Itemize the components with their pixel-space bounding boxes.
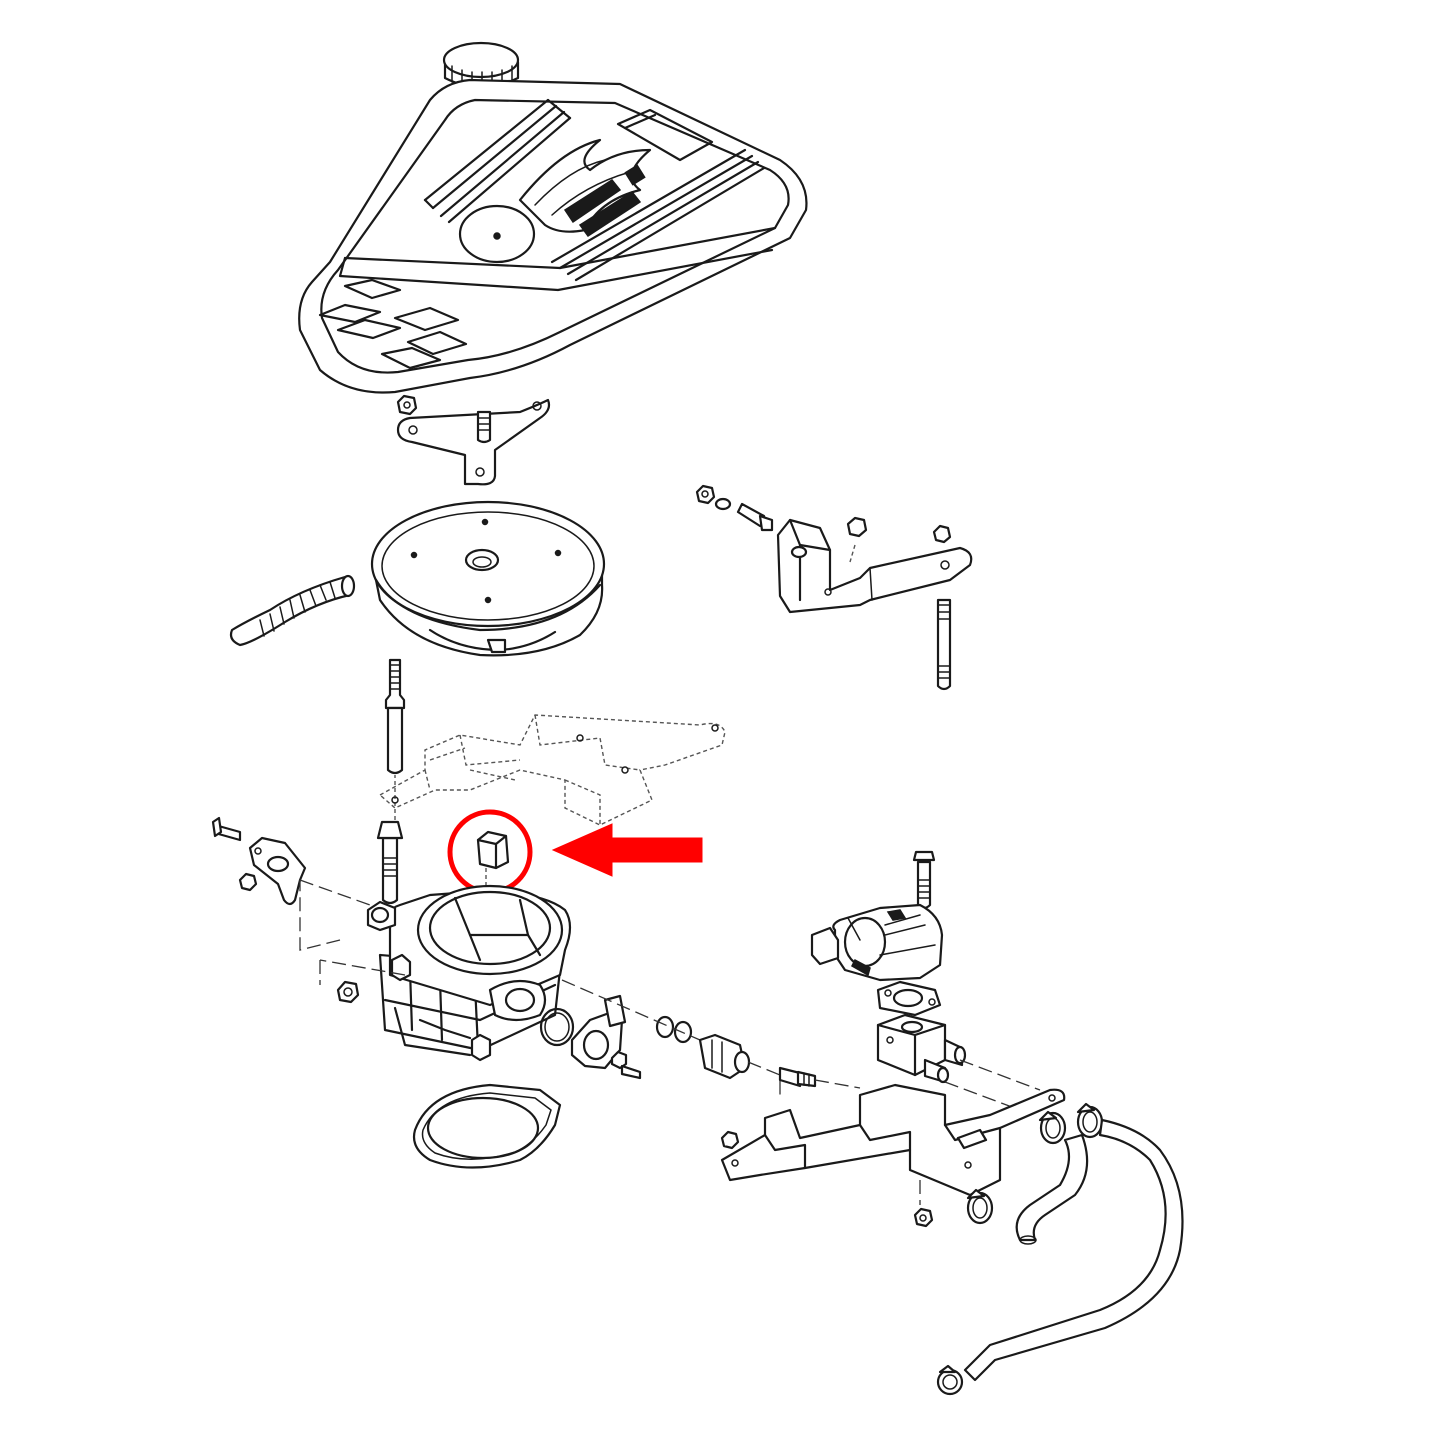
throttle-body — [299, 880, 572, 1062]
iac-valve — [810, 850, 944, 982]
throttle-bracket — [695, 484, 973, 691]
engine-cover — [298, 78, 808, 394]
breather-hose — [229, 574, 356, 647]
air-filter-housing — [370, 500, 606, 657]
callout-arrow — [551, 823, 703, 877]
cover-bracket — [396, 394, 551, 486]
tps-sensor — [561, 979, 701, 1080]
hose-clamps — [936, 1102, 1104, 1396]
screw-small — [778, 1066, 861, 1089]
iac-gasket — [876, 980, 942, 1017]
throttle-cable-bracket — [211, 816, 404, 906]
sensor-block-highlighted — [476, 830, 510, 900]
coolant-fitting — [698, 1033, 781, 1100]
long-stud — [384, 658, 406, 820]
o-ring-large — [539, 1007, 575, 1047]
throttle-body-gasket — [412, 1083, 562, 1169]
plenum-spacer-dashed — [378, 714, 726, 826]
o-rings-small — [655, 1015, 693, 1044]
iac-adapter — [876, 1013, 1041, 1111]
lower-bracket — [720, 1083, 1066, 1228]
coolant-hoses — [963, 1118, 1184, 1382]
